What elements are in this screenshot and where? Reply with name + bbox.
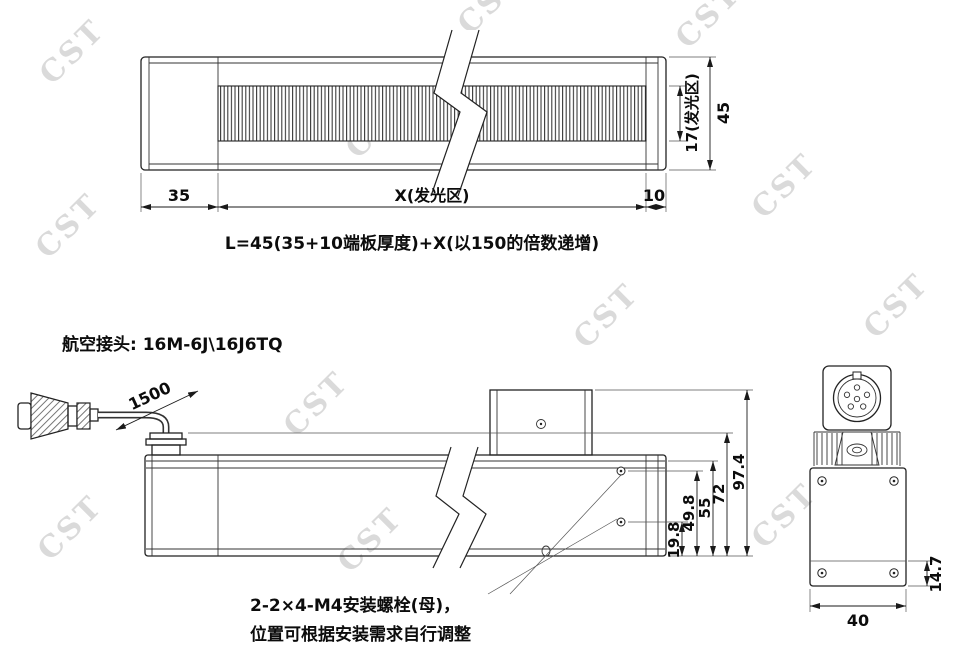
dim-left-end-35: 35 [168, 186, 190, 205]
end-view: 40 14.7 [809, 365, 945, 630]
mounting-bolts [616, 466, 626, 527]
dim-cable-length-1500: 1500 [125, 378, 173, 414]
mounting-note-line1: 2-2×4-M4安装螺栓(母)， [250, 595, 460, 616]
aviation-connector-label: 航空接头: 16M-6J\16J6TQ [62, 334, 283, 355]
watermark-text: CST [567, 277, 646, 356]
aviation-connector [17, 392, 99, 440]
watermark-text: CST [31, 489, 110, 568]
watermark-text: CST [745, 477, 824, 556]
watermark-text: CST [33, 13, 112, 92]
dim-72: 72 [710, 484, 728, 505]
leader-lower-bolt [487, 518, 618, 595]
mounting-note-line2: 位置可根据安装需求自行调整 [250, 624, 471, 645]
top-view-dimensions: 35 X(发光区) 10 17(发光区) 45 [140, 56, 733, 212]
watermark-text: CST [745, 147, 824, 226]
bottom-slot [541, 545, 551, 557]
watermark-text: CST [669, 0, 748, 56]
connector-keyway [852, 371, 862, 380]
cable-gland [145, 432, 187, 456]
side-view: 航空接头: 16M-6J\16J6TQ 1500 [17, 334, 753, 645]
cable [98, 411, 170, 433]
top-view: 35 X(发光区) 10 17(发光区) 45 L=45(35+10端板厚度)+… [140, 29, 733, 254]
heatsink-fins [813, 431, 901, 466]
dim-right-end-10: 10 [643, 186, 665, 205]
break-symbol [432, 446, 487, 569]
dim-emitting-height-17: 17(发光区) [683, 73, 701, 153]
watermark-text: CST [277, 365, 356, 444]
mounting-block [489, 389, 593, 456]
connector-plate [822, 365, 892, 431]
dim-width-40: 40 [847, 611, 869, 630]
fixture-body [144, 454, 667, 557]
length-formula: L=45(35+10端板厚度)+X(以150的倍数递增) [225, 233, 599, 254]
end-view-body [809, 467, 907, 587]
dim-bottom-section-14-7: 14.7 [927, 555, 945, 592]
connector-face [832, 371, 882, 423]
watermark-text: CST [331, 501, 410, 580]
emitting-area [217, 85, 647, 142]
dim-55: 55 [696, 498, 714, 519]
dim-total-height-45: 45 [714, 102, 733, 124]
lightbar-body [140, 56, 667, 171]
watermark-text: CST [29, 187, 108, 266]
watermark-text: CST [857, 267, 936, 346]
end-view-dimensions: 40 14.7 [809, 555, 945, 630]
dim-bolt-upper-49-8: 49.8 [680, 494, 698, 531]
side-view-dimensions: 19.8 49.8 55 72 97.4 [188, 389, 753, 559]
leader-upper-bolt [509, 474, 622, 595]
break-symbol [430, 29, 488, 197]
dim-total-height-97-4: 97.4 [730, 453, 748, 490]
dim-emitting-length-x: X(发光区) [395, 186, 470, 205]
dim-bolt-lower-19-8: 19.8 [665, 521, 683, 558]
